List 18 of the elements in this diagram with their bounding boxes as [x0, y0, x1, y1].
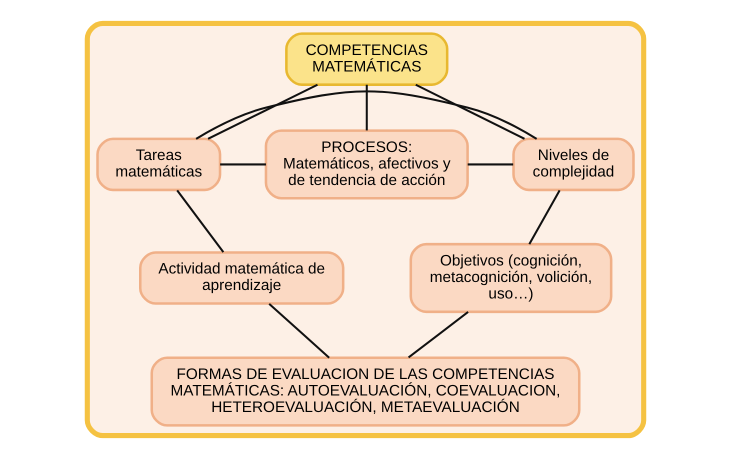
connector [528, 190, 561, 245]
cluster [84, 20, 646, 438]
connector [415, 84, 525, 140]
connector [196, 90, 538, 140]
connector [468, 163, 514, 166]
node-box: COMPETENCIAS MATEMÁTICAS [285, 32, 448, 86]
node-box: Objetivos (cognición, metacognición, volición, uso…) [410, 242, 612, 314]
connector [208, 84, 318, 140]
connector [268, 303, 330, 358]
node-box: FORMAS DE EVALUACION DE LAS COMPETENCIAS MATEMÁTICAS: AUTOEVALUACIÓN, COEVALUACION, HETEROEVALUACIÓN, METAEVALUACIÓN [150, 356, 581, 427]
connector [176, 190, 224, 253]
node-box: Actividad matemática de aprendizaje [139, 251, 344, 305]
node-box: Tareas matemáticas [96, 138, 222, 192]
connector [408, 311, 469, 358]
node-box: Niveles de complejidad [512, 138, 635, 192]
connector [366, 84, 368, 130]
connector [220, 163, 266, 166]
node-box: PROCESOS: Matemáticos, afectivos y de tendencia de acción [264, 129, 469, 200]
